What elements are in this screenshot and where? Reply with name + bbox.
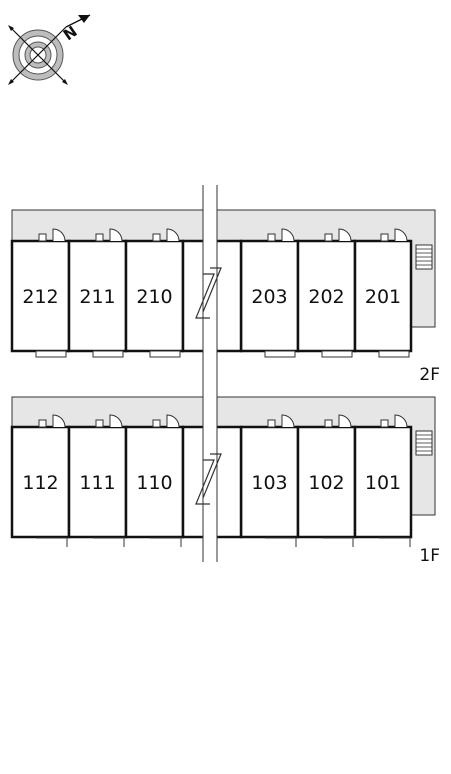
floor-1f: 112 111 110 103 102 101 1F bbox=[10, 370, 440, 566]
balcony-window bbox=[321, 350, 353, 358]
meter-box-icon bbox=[324, 233, 333, 242]
door-swing-icon bbox=[52, 228, 66, 242]
break-zigzag bbox=[202, 453, 222, 499]
compass-north-letter: N bbox=[60, 22, 81, 44]
break-gap bbox=[203, 370, 217, 562]
balcony-window bbox=[35, 350, 67, 358]
meter-box-icon bbox=[152, 419, 161, 428]
break-zigzag bbox=[202, 267, 222, 313]
room-unit bbox=[124, 425, 185, 539]
balcony-window bbox=[92, 350, 124, 358]
balcony-window bbox=[378, 350, 410, 358]
meter-box-icon bbox=[95, 233, 104, 242]
door-swing-icon bbox=[52, 414, 66, 428]
door-swing-icon bbox=[338, 228, 352, 242]
room-unit bbox=[296, 425, 357, 539]
break-gap bbox=[203, 185, 217, 376]
meter-box-icon bbox=[267, 233, 276, 242]
staircase-icon bbox=[415, 244, 433, 270]
room-unit bbox=[10, 425, 71, 539]
door-swing-icon bbox=[166, 414, 180, 428]
room-number: 202 bbox=[308, 286, 344, 308]
meter-box-icon bbox=[267, 419, 276, 428]
meter-box-icon bbox=[95, 419, 104, 428]
room-number: 201 bbox=[365, 286, 401, 308]
meter-box-icon bbox=[324, 419, 333, 428]
north-arrow-icon bbox=[78, 15, 90, 23]
door-swing-icon bbox=[394, 228, 408, 242]
door-swing-icon bbox=[109, 414, 123, 428]
door-swing-icon bbox=[281, 228, 295, 242]
door-swing-icon bbox=[281, 414, 295, 428]
balcony-window bbox=[264, 350, 296, 358]
break-zigzag bbox=[195, 459, 215, 505]
door-swing-icon bbox=[338, 414, 352, 428]
meter-box-icon bbox=[38, 233, 47, 242]
room-unit bbox=[239, 239, 300, 353]
room-number: 210 bbox=[136, 286, 172, 308]
compass-rose-icon: N bbox=[8, 14, 91, 85]
room-number: 103 bbox=[251, 472, 287, 494]
floor-label: 1F bbox=[419, 546, 440, 566]
room-unit bbox=[353, 425, 413, 539]
door-swing-icon bbox=[109, 228, 123, 242]
room-number: 101 bbox=[365, 472, 401, 494]
floor-label: 2F bbox=[419, 365, 440, 385]
room-number: 110 bbox=[136, 472, 172, 494]
door-swing-icon bbox=[166, 228, 180, 242]
room-unit bbox=[239, 425, 300, 539]
balcony-window bbox=[149, 350, 181, 358]
room-number: 212 bbox=[22, 286, 58, 308]
meter-box-icon bbox=[380, 419, 389, 428]
room-unit bbox=[10, 239, 71, 353]
door-swing-icon bbox=[394, 414, 408, 428]
room-number: 211 bbox=[79, 286, 115, 308]
break-zigzag bbox=[195, 273, 215, 319]
room-number: 111 bbox=[79, 472, 115, 494]
meter-box-icon bbox=[152, 233, 161, 242]
floor-2f: 212 211 210 203 202 201 2F bbox=[10, 185, 440, 385]
meter-box-icon bbox=[38, 419, 47, 428]
meter-box-icon bbox=[380, 233, 389, 242]
staircase-icon bbox=[415, 430, 433, 456]
room-number: 112 bbox=[22, 472, 58, 494]
room-number: 102 bbox=[308, 472, 344, 494]
room-number: 203 bbox=[251, 286, 287, 308]
